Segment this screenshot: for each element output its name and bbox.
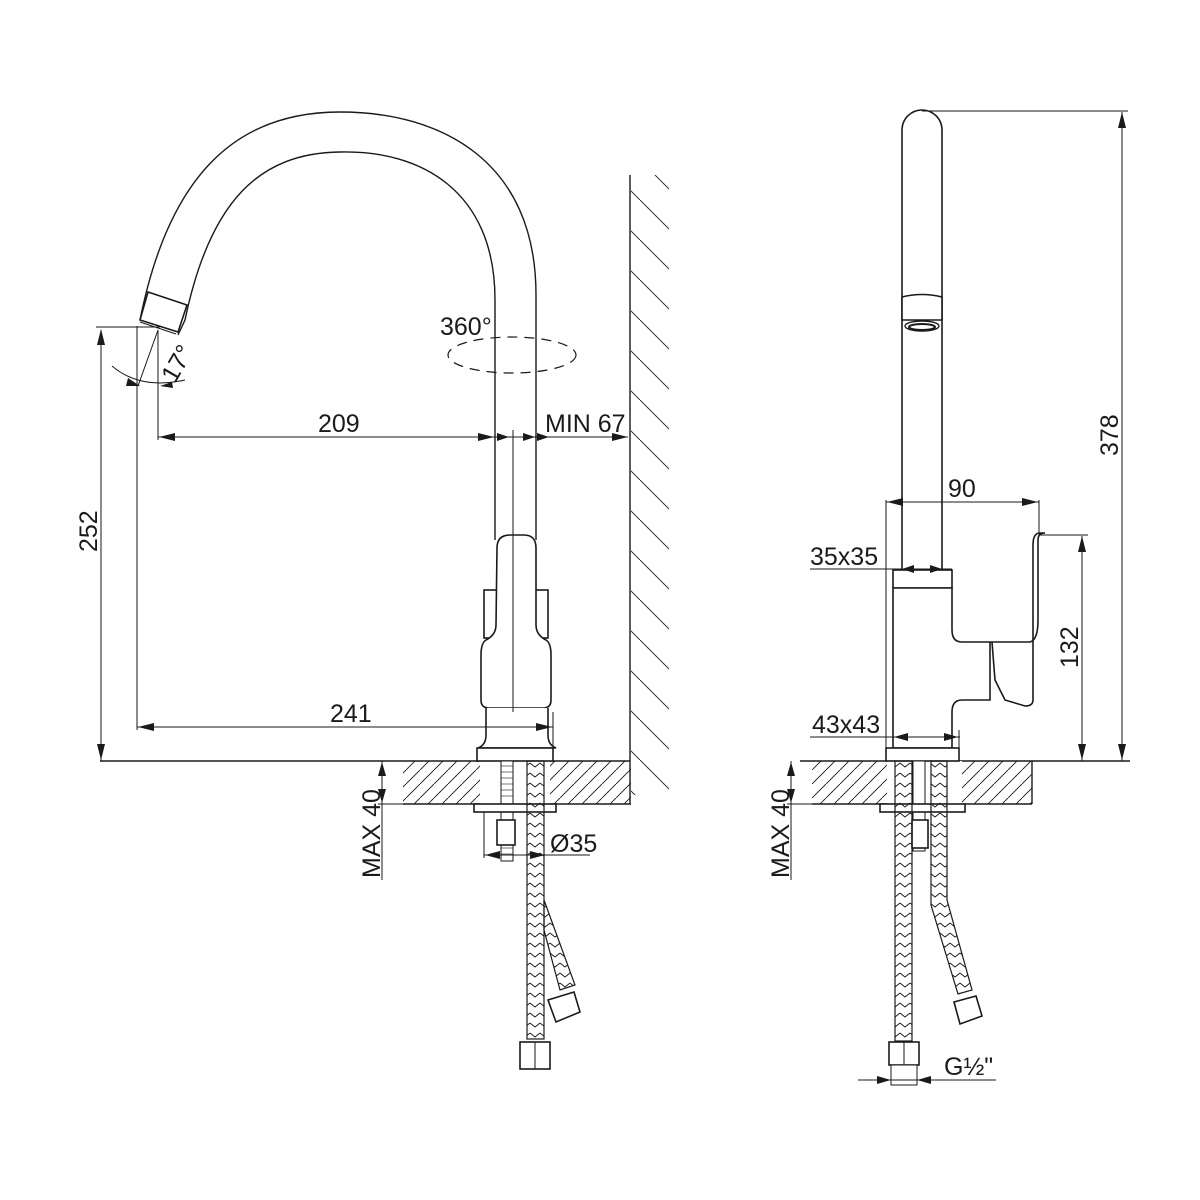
dim-counter-thickness-front: MAX 40 <box>358 789 386 878</box>
hose-rear <box>543 899 576 991</box>
dim-spout-angle: 17° <box>156 340 199 387</box>
dim-hose-thread: G½" <box>944 1053 993 1081</box>
dim-handle-depth: 90 <box>948 475 976 503</box>
dim-body-height: 132 <box>1056 626 1084 668</box>
dim-overall-reach: 241 <box>330 700 372 728</box>
hose-nut-side-2 <box>953 995 983 1026</box>
lever-handle <box>990 532 1046 707</box>
spout-column <box>901 109 943 590</box>
hose-side-1 <box>894 760 913 1042</box>
dim-rotation: 360° <box>440 313 492 341</box>
hose-front <box>526 760 545 1040</box>
body-side <box>892 587 991 749</box>
mounting-plate-side <box>879 803 966 813</box>
dim-total-height: 378 <box>1096 414 1124 456</box>
mounting-nut-side <box>911 819 929 849</box>
dim-counter-thickness-side: MAX 40 <box>767 789 795 878</box>
dim-spout-reach: 209 <box>318 410 360 438</box>
wall-hatch <box>631 175 669 795</box>
mounting-plate <box>473 803 557 813</box>
faucet-body <box>480 534 552 709</box>
spout-outer-curve <box>139 111 537 540</box>
aerator-side <box>901 293 943 321</box>
dim-mount-hole: Ø35 <box>550 830 597 858</box>
dim-base-section: 43x43 <box>812 711 880 739</box>
base-side <box>885 747 960 762</box>
hose-side-2 <box>930 760 973 995</box>
dim-spout-height: 252 <box>75 510 103 552</box>
rotation-indicator <box>447 336 577 374</box>
mounting-nut <box>496 819 516 846</box>
front-view: 360° 17° 2 <box>75 111 669 1070</box>
side-view: 378 90 35x35 132 43x43 MAX 40 <box>767 109 1130 1086</box>
spout-inner-curve <box>177 151 496 540</box>
dim-wall-clearance: MIN 67 <box>545 410 626 438</box>
dim-neck-section: 35x35 <box>810 543 878 571</box>
aerator <box>139 290 189 333</box>
hose-nut-rear <box>546 990 581 1024</box>
